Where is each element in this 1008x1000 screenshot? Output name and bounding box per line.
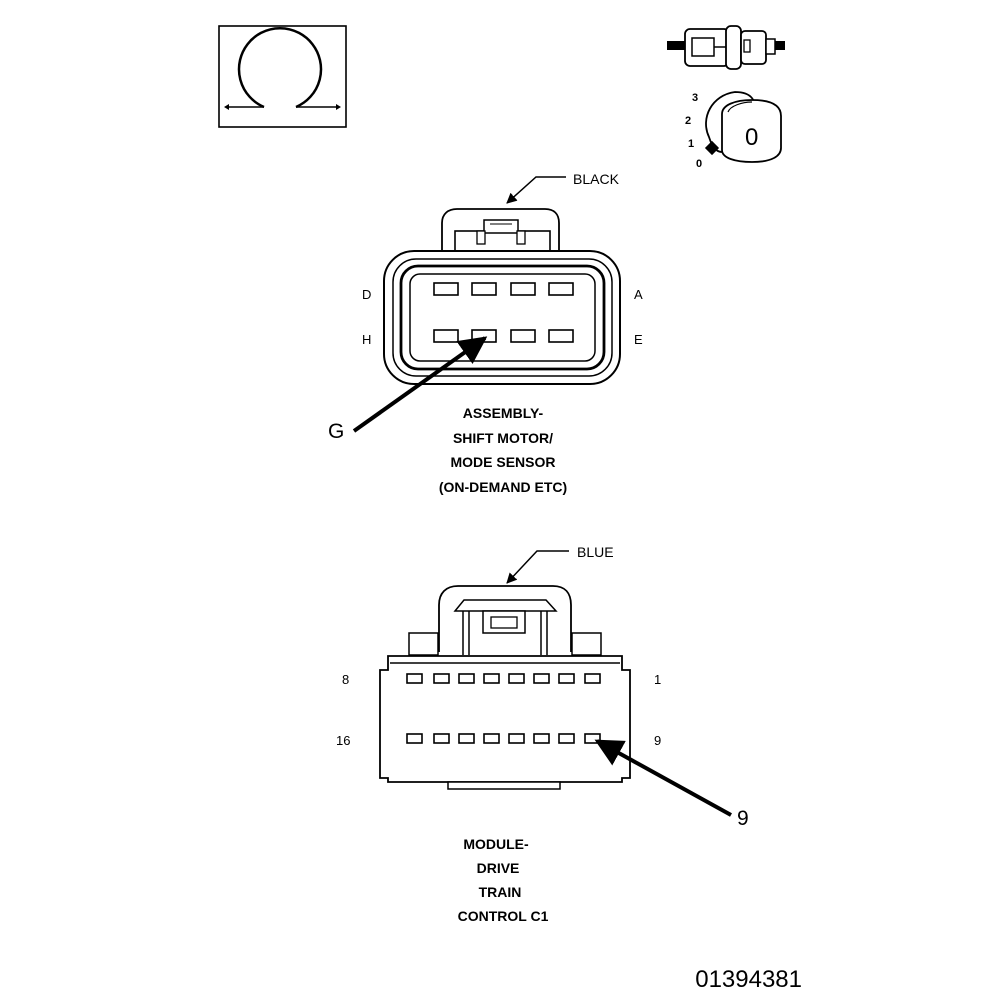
connector-b-title-line-1: MODULE-	[463, 836, 529, 852]
color-leader-a	[506, 176, 566, 204]
figure-number: 01394381	[695, 966, 802, 993]
pin-label-a: A	[634, 287, 643, 302]
pin-label-e: E	[634, 332, 643, 347]
connector-b-title-line-4: CONTROL C1	[458, 908, 549, 924]
connector-a-title-line-2: SHIFT MOTOR/	[453, 430, 553, 446]
pin-label-16: 16	[336, 733, 350, 748]
ignition-key-label: 0	[745, 124, 758, 151]
connector-a: BLACK D H A E G ASSEMBLY- SHIFT MOTOR/	[328, 171, 643, 495]
callout-arrow-a	[352, 336, 488, 433]
connector-a-title-line-3: MODE SENSOR	[450, 454, 555, 470]
callout-label-b: 9	[737, 807, 749, 830]
pin-label-9: 9	[654, 733, 661, 748]
connector-a-color: BLACK	[573, 171, 620, 187]
connector-b: BLUE 8 16 1	[336, 544, 749, 924]
connector-b-title-line-2: DRIVE	[477, 860, 520, 876]
callout-label-a: G	[328, 420, 344, 443]
connector-a-title-line-4: (ON-DEMAND ETC)	[439, 479, 567, 495]
connector-b-color: BLUE	[577, 544, 614, 560]
callout-arrow-b	[594, 739, 732, 817]
ignition-position-1: 1	[688, 138, 694, 150]
pin-label-d: D	[362, 287, 371, 302]
ignition-position-3: 3	[692, 92, 698, 104]
connector-b-title-line-3: TRAIN	[479, 884, 522, 900]
connector-a-title-line-1: ASSEMBLY-	[463, 405, 544, 421]
pin-label-h: H	[362, 332, 371, 347]
ignition-position-0: 0	[696, 158, 702, 170]
ohm-symbol-icon	[218, 25, 347, 128]
pin-label-8: 8	[342, 672, 349, 687]
ignition-position-2: 2	[685, 115, 691, 127]
ignition-key-icon: 3 2 1 0 0	[685, 91, 782, 170]
pin-label-1: 1	[654, 672, 661, 687]
disconnected-connector-icon	[667, 25, 785, 70]
color-leader-b	[506, 550, 569, 584]
